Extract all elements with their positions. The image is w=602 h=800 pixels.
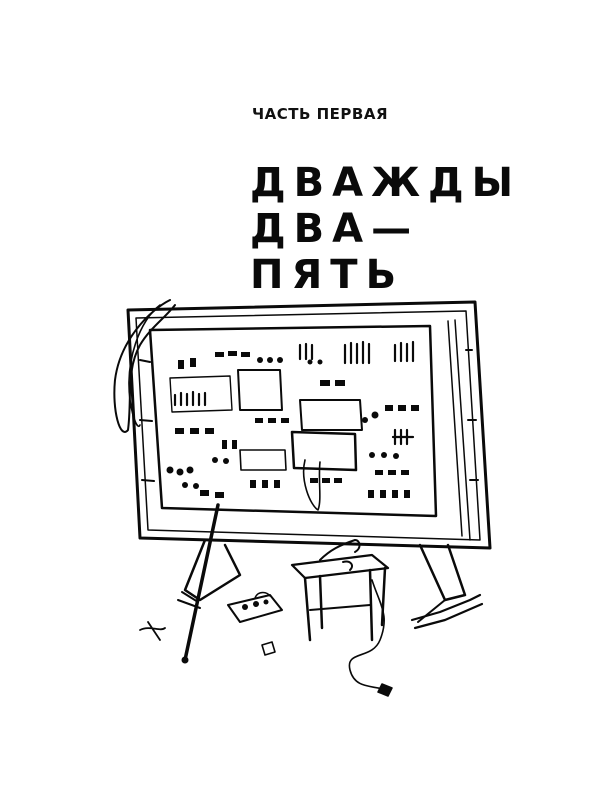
circuit-board-illustration [0,290,602,700]
title-line-3: ПЯТЬ [250,252,405,298]
part-label: ЧАСТЬ ПЕРВАЯ [252,105,389,123]
chapter-title: ДВАЖДЫ ДВА— ПЯТЬ [250,160,521,298]
title-line-2: ДВА— [250,206,420,252]
title-line-1: ДВАЖДЫ [250,160,522,206]
